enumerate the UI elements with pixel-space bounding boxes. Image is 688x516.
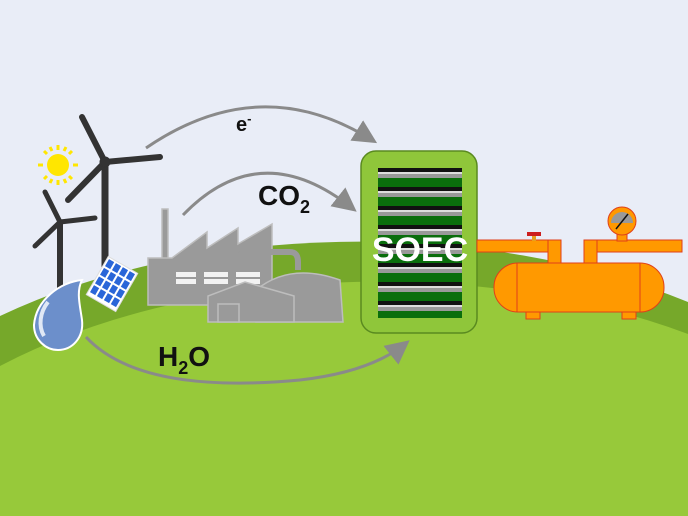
hill-light — [0, 281, 688, 516]
water-drop-icon — [32, 278, 84, 352]
gas-tank-icon — [476, 206, 683, 320]
h2o-label-post: O — [188, 341, 210, 372]
electron-label-base: e — [236, 114, 247, 136]
wind-turbine-large-icon — [65, 114, 163, 279]
electron-label: e- — [236, 111, 251, 136]
factory-icon — [147, 208, 344, 323]
soec-cell-stack — [378, 168, 462, 318]
h2o-flow-arrow — [84, 335, 410, 385]
h2o-label: H2O — [158, 341, 210, 378]
soec-label: SOEC — [372, 231, 468, 269]
electron-label-sup: - — [247, 111, 251, 126]
wind-turbine-small-icon — [32, 189, 98, 293]
h2o-label-sub: 2 — [178, 358, 188, 378]
h2o-label-pre: H — [158, 341, 178, 372]
co2-label-base: CO — [258, 180, 300, 211]
co2-flow-arrow — [181, 171, 357, 217]
soec-unit: SOEC — [360, 150, 478, 334]
co2-label: CO2 — [258, 180, 310, 217]
co2-label-sub: 2 — [300, 197, 310, 217]
sun-icon — [38, 145, 78, 185]
solar-panel-icon — [85, 255, 139, 313]
electron-flow-arrow — [145, 105, 378, 150]
valve-icon — [527, 232, 541, 236]
